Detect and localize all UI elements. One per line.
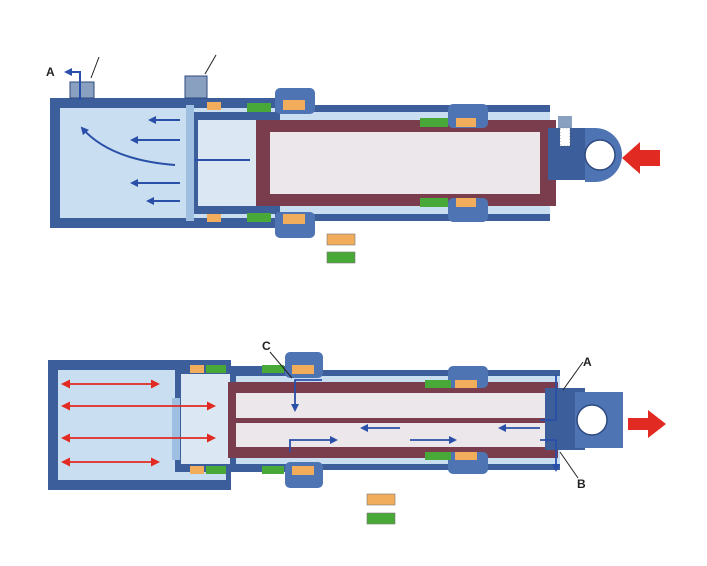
bottom-flow-b <box>540 439 560 472</box>
top-port-b <box>184 75 208 99</box>
bottom-seal-green-2 <box>206 466 226 474</box>
top-legend-swatch-orange <box>326 233 356 246</box>
bottom-label-c: C <box>262 339 271 353</box>
top-seal-orange-1 <box>207 102 221 110</box>
top-seal-orange-6 <box>456 198 476 207</box>
top-flow-out-arrow <box>64 68 81 100</box>
bottom-seal-orange-1 <box>190 365 204 373</box>
bottom-center-tube <box>236 418 550 423</box>
bottom-seal-orange-2 <box>190 466 204 474</box>
bottom-seal-orange-3 <box>292 365 314 374</box>
top-legend-swatch-green <box>326 251 356 264</box>
top-seal-orange-3 <box>283 100 305 110</box>
bottom-seal-orange-6 <box>455 452 477 460</box>
bottom-seal-orange-4 <box>292 466 314 475</box>
top-label-port-a: A <box>46 65 55 79</box>
bottom-flow-a <box>540 375 557 421</box>
bottom-leader-c <box>269 351 293 379</box>
top-piston-band <box>186 105 194 221</box>
top-seal-green-2 <box>247 213 271 222</box>
top-flow-curve <box>80 126 176 166</box>
top-seal-orange-4 <box>283 214 305 224</box>
bottom-flow-c <box>291 379 322 412</box>
top-rod-eye-hole <box>584 139 616 171</box>
bottom-cylinder: C A B <box>48 339 666 491</box>
bottom-legend-swatch-orange <box>366 493 396 506</box>
top-seal-green-3 <box>420 118 448 127</box>
bottom-piston-band <box>172 398 180 460</box>
top-cylinder: A <box>46 54 660 238</box>
bottom-seal-green-1 <box>206 365 226 373</box>
top-seal-green-1 <box>247 103 271 112</box>
top-leader-a <box>90 56 100 79</box>
bottom-leader-b <box>559 451 579 479</box>
bottom-rod-eye-hole <box>576 404 608 436</box>
bottom-legend-swatch-green <box>366 512 396 525</box>
bottom-leader-a <box>562 361 584 391</box>
bottom-force-arrow <box>628 410 666 438</box>
top-leader-b <box>204 54 217 75</box>
top-seal-orange-5 <box>456 118 476 127</box>
top-plunger-bore <box>270 132 540 194</box>
top-bleed-screw <box>558 116 572 128</box>
bottom-seal-green-4 <box>262 466 284 474</box>
top-seal-orange-2 <box>207 214 221 222</box>
top-bleed-dots <box>559 127 571 147</box>
bottom-label-a: A <box>583 355 592 369</box>
bottom-seal-green-6 <box>425 452 451 460</box>
bottom-seal-orange-5 <box>455 380 477 388</box>
top-force-arrow <box>622 142 660 174</box>
bottom-seal-green-5 <box>425 380 451 388</box>
bottom-seal-green-3 <box>262 365 284 373</box>
bottom-flow-bottom <box>289 436 338 452</box>
top-seal-green-4 <box>420 198 448 207</box>
bottom-label-b: B <box>577 477 586 491</box>
top-port-a <box>69 81 95 99</box>
